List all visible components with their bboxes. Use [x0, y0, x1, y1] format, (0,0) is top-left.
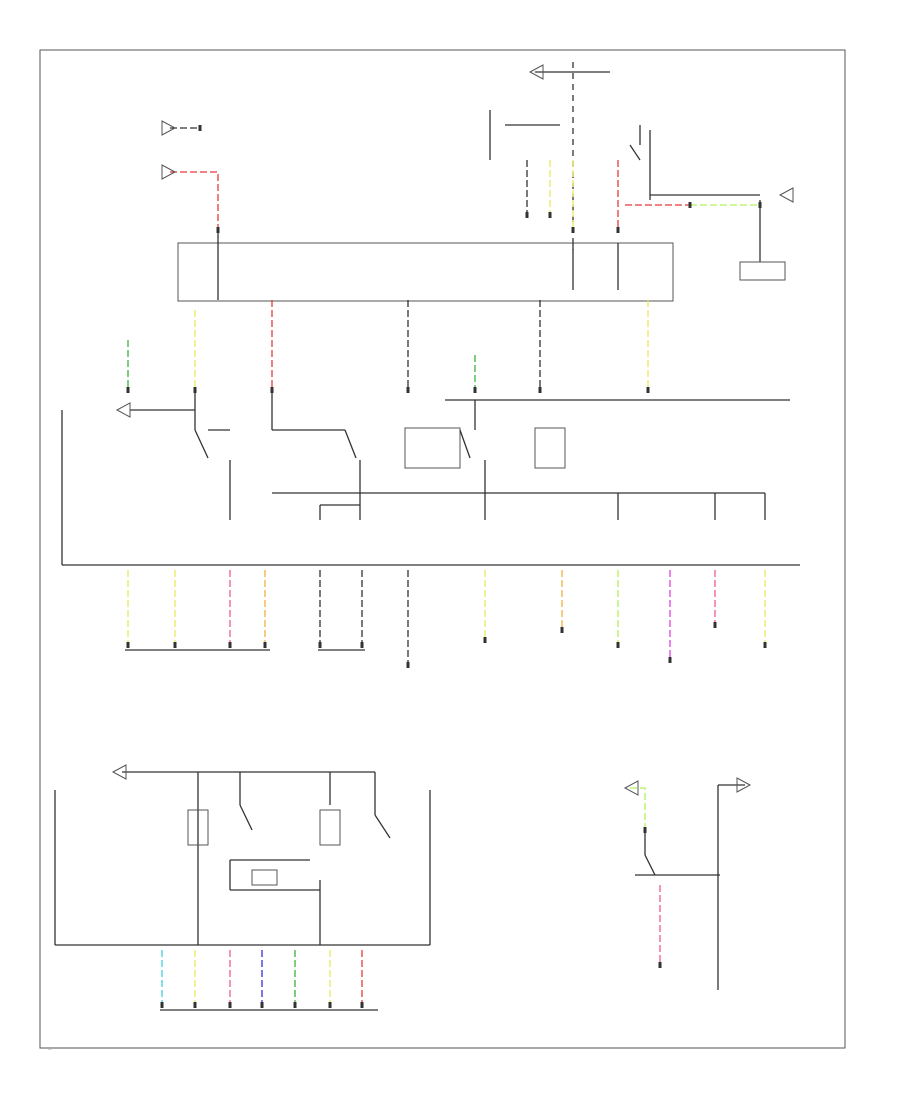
wire-terminal-mark: [688, 202, 692, 208]
wire-terminal-mark: [328, 1002, 332, 1008]
ec-relay-box-2: [319, 809, 341, 846]
wire-terminal-mark: [263, 642, 267, 648]
wire-terminal-mark: [525, 212, 529, 218]
connector-icon-right: [778, 187, 794, 203]
wire-terminal-mark: [318, 642, 322, 648]
relay-switch-1: [194, 390, 230, 459]
connector-icon-br-1: [623, 780, 639, 796]
wire-terminal-mark: [260, 1002, 264, 1008]
wire-terminal-mark: [126, 642, 130, 648]
wire-red-upper-left: [170, 171, 219, 230]
wire-terminal-mark: [473, 387, 477, 393]
top-relay-switch: [629, 125, 641, 161]
wire-terminal-mark: [160, 1002, 164, 1008]
wire-terminal-mark: [228, 642, 232, 648]
connector-icon-top: [528, 64, 544, 80]
legend-code: —: [48, 1047, 52, 1051]
wire-terminal-mark: [406, 387, 410, 393]
fuse-wire-group: [126, 570, 767, 668]
ec-sensor-box: [251, 869, 278, 886]
top-connector-region: [489, 62, 786, 281]
wire-terminal-mark: [198, 125, 202, 131]
wire-terminal-mark: [360, 1002, 364, 1008]
ec-relay-switch: [239, 772, 391, 839]
wire-terminal-mark: [360, 642, 364, 648]
relay-box-center: [404, 427, 461, 469]
wire-terminal-mark: [616, 642, 620, 648]
wire-lime-br-top: [630, 787, 646, 830]
wire-terminal-mark: [483, 637, 487, 643]
connector-markers: [111, 64, 794, 796]
wire-terminal-mark: [658, 962, 662, 968]
wire-terminal-mark: [126, 387, 130, 393]
relay-switch-3: [459, 400, 476, 459]
module-bus: [61, 399, 800, 566]
ec-relay-box-1: [187, 809, 209, 846]
lamp-connector-box: [739, 261, 786, 281]
wire-terminal-mark: [293, 1002, 297, 1008]
connector-icon-upper-left-1: [161, 120, 177, 136]
wire-terminal-mark: [193, 1002, 197, 1008]
connector-icon-upper-left-2: [161, 164, 177, 180]
wire-terminal-mark: [763, 642, 767, 648]
wire-terminal-mark: [560, 627, 564, 633]
relay-box-right: [534, 427, 566, 469]
wire-terminal-mark: [228, 1002, 232, 1008]
diagram-frame: [39, 49, 846, 1049]
wire-terminal-mark: [646, 387, 650, 393]
connector-icon-br-2: [736, 777, 752, 793]
wire-terminal-mark: [713, 622, 717, 628]
top-wire-group: [170, 125, 762, 233]
bottom-wire-group: [160, 950, 364, 1008]
wire-terminal-mark: [548, 212, 552, 218]
bottom-right-subsystem: [630, 784, 745, 990]
wire-terminal-mark: [571, 227, 575, 233]
connector-icon-left: [115, 402, 131, 418]
wire-terminal-mark: [173, 642, 177, 648]
connector-icon-bottom-left: [111, 764, 127, 780]
wire-terminal-mark: [616, 227, 620, 233]
wire-terminal-mark: [758, 202, 762, 208]
wire-terminal-mark: [538, 387, 542, 393]
engine-control-section: [54, 771, 431, 1011]
junction-terminals: [217, 230, 619, 300]
fuse-junction-box: [177, 242, 674, 302]
mid-wire-group: [126, 300, 650, 393]
relay-switch-2: [271, 390, 357, 459]
relay-row: [194, 390, 566, 469]
wire-terminal-mark: [668, 657, 672, 663]
wire-terminal-mark: [406, 662, 410, 668]
fuse-bus: [229, 460, 766, 520]
wire-terminal-mark: [643, 827, 647, 833]
